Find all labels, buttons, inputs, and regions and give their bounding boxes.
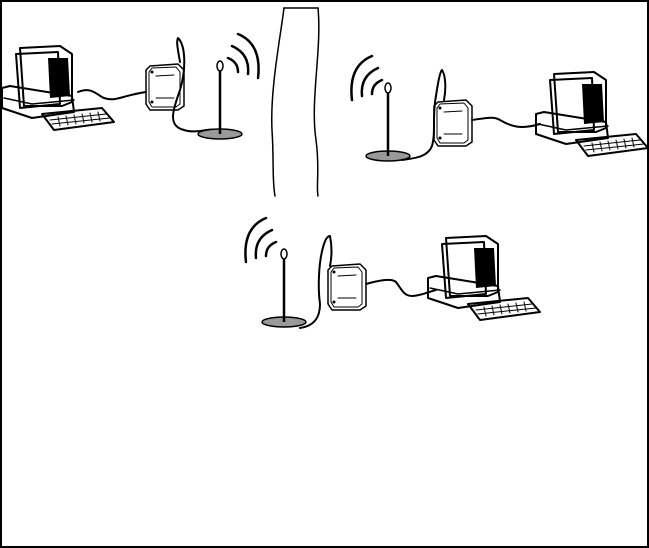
- wireless-network-diagram: [0, 0, 649, 548]
